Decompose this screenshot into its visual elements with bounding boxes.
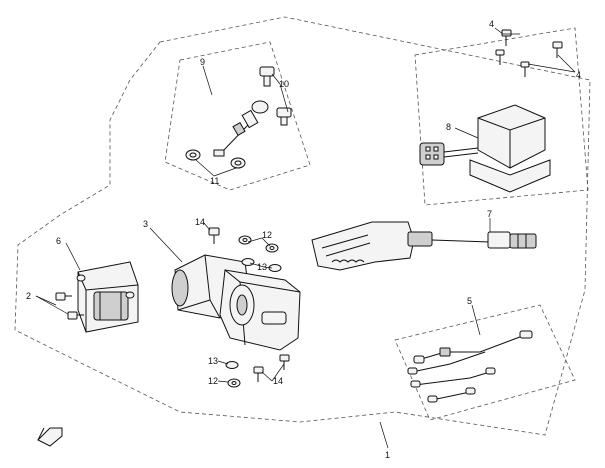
part-5-cables xyxy=(407,330,533,403)
assembly-outline xyxy=(14,16,591,436)
callout-5: 5 xyxy=(467,296,472,306)
callout-13-upper: 13 xyxy=(257,262,267,272)
group-5-outline xyxy=(394,304,576,421)
callout-2: 2 xyxy=(26,291,31,301)
callout-7: 7 xyxy=(487,209,492,219)
group-9-outline xyxy=(164,41,311,191)
callout-4-upper: 4 xyxy=(489,19,494,29)
callout-12-lower: 12 xyxy=(208,376,218,386)
part-12-nuts-upper xyxy=(238,235,279,253)
callout-6: 6 xyxy=(56,236,61,246)
part-8-contactor xyxy=(419,104,551,193)
part-3-winch xyxy=(171,254,301,351)
part-6-fairlead xyxy=(76,261,139,333)
part-13-washer-lower xyxy=(225,361,239,369)
group-8-outline xyxy=(414,27,589,206)
part-7-remote-control xyxy=(311,221,537,271)
part-10-bolt-lower xyxy=(276,107,292,126)
callout-10: 10 xyxy=(279,79,289,89)
arrow-front-icon xyxy=(37,427,63,447)
part-11-washers xyxy=(185,149,246,169)
callout-3: 3 xyxy=(143,219,148,229)
callout-14-upper: 14 xyxy=(195,217,205,227)
part-10-bolt-upper xyxy=(259,66,275,87)
part-14-bolt-upper xyxy=(208,227,220,244)
part-4-screws xyxy=(495,29,563,77)
callout-12-upper: 12 xyxy=(262,230,272,240)
callout-14-lower: 14 xyxy=(273,376,283,386)
part-9-stud-assembly xyxy=(213,100,269,157)
callout-4-lower: 4 xyxy=(576,70,581,80)
part-13-washers-upper xyxy=(241,258,282,272)
part-2-bolts xyxy=(55,292,84,320)
callout-13-lower: 13 xyxy=(208,356,218,366)
callout-11: 11 xyxy=(210,176,219,186)
part-12-nut-lower xyxy=(227,378,241,388)
callout-8: 8 xyxy=(446,122,451,132)
callout-9: 9 xyxy=(200,57,205,67)
callout-1: 1 xyxy=(385,450,390,460)
leader-lines xyxy=(35,27,576,449)
part-14-bolts-lower xyxy=(253,354,290,382)
